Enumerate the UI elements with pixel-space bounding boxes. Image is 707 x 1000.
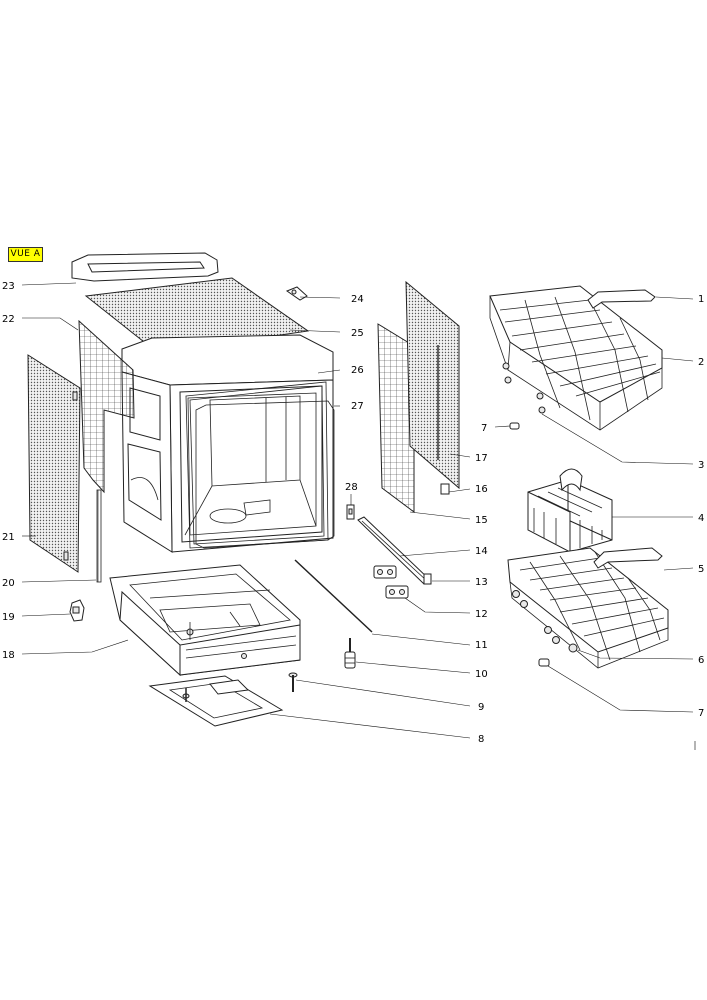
callout-4: 4 xyxy=(698,513,704,524)
callout-27: 27 xyxy=(351,401,364,412)
part-13-cap xyxy=(423,573,432,585)
part-15-door-insulation xyxy=(377,323,415,513)
callout-14: 14 xyxy=(475,546,488,557)
part-16-door-clip xyxy=(440,483,450,495)
part-27-rear-seal xyxy=(195,400,335,549)
callout-13: 13 xyxy=(475,577,488,588)
part-24-clip xyxy=(285,286,308,301)
callout-23: 23 xyxy=(2,281,15,292)
callout-5: 5 xyxy=(698,564,704,575)
lower-basket-handle xyxy=(593,547,663,569)
part-2-upper-basket xyxy=(489,285,663,431)
part-18-base-frame xyxy=(109,564,301,677)
part-17-door-panel xyxy=(405,280,460,490)
view-label: VUE A xyxy=(8,247,43,262)
callout-7-upper: 7 xyxy=(481,423,487,434)
part-23-top-frame xyxy=(71,252,219,282)
callout-28: 28 xyxy=(345,482,358,493)
part-12-hinge xyxy=(373,565,409,599)
part-4-cutlery-basket xyxy=(527,468,613,553)
part-21-side-panel xyxy=(27,354,81,573)
part-5-lower-basket xyxy=(507,547,669,669)
part-7-pin-lower xyxy=(538,658,550,667)
callout-8: 8 xyxy=(478,734,484,745)
callout-16: 16 xyxy=(475,484,488,495)
callout-25: 25 xyxy=(351,328,364,339)
callout-22: 22 xyxy=(2,314,15,325)
part-7-pin-upper xyxy=(509,422,520,430)
callout-6: 6 xyxy=(698,655,704,666)
callout-10: 10 xyxy=(475,669,488,680)
callout-7-lower: 7 xyxy=(698,708,704,719)
part-1-handle xyxy=(587,289,656,309)
leader-lines xyxy=(21,282,694,739)
callout-1: 1 xyxy=(698,294,704,305)
callout-numbers: 23 22 21 20 19 18 24 25 26 27 28 17 16 1… xyxy=(2,281,704,745)
part-8-base-cover xyxy=(148,675,284,727)
callout-20: 20 xyxy=(2,578,15,589)
callout-21: 21 xyxy=(2,532,15,543)
part-28-latch xyxy=(346,504,355,520)
callout-11: 11 xyxy=(475,640,488,651)
callout-9: 9 xyxy=(478,702,484,713)
callout-3: 3 xyxy=(698,460,704,471)
part-22-insulation xyxy=(78,319,135,494)
part-10-foot xyxy=(344,638,356,669)
callout-15: 15 xyxy=(475,515,488,526)
callout-12: 12 xyxy=(475,609,488,620)
callout-19: 19 xyxy=(2,612,15,623)
callout-2: 2 xyxy=(698,357,704,368)
callout-17: 17 xyxy=(475,453,488,464)
part-11-rod xyxy=(294,559,373,633)
callout-26: 26 xyxy=(351,365,364,376)
part-6-wheel xyxy=(568,643,578,653)
callout-18: 18 xyxy=(2,650,15,661)
dishwasher-cabinet xyxy=(121,334,334,553)
part-20-strip xyxy=(96,489,102,583)
callout-24: 24 xyxy=(351,294,364,305)
part-9-screw xyxy=(288,672,298,692)
part-19-fitting xyxy=(69,599,85,622)
